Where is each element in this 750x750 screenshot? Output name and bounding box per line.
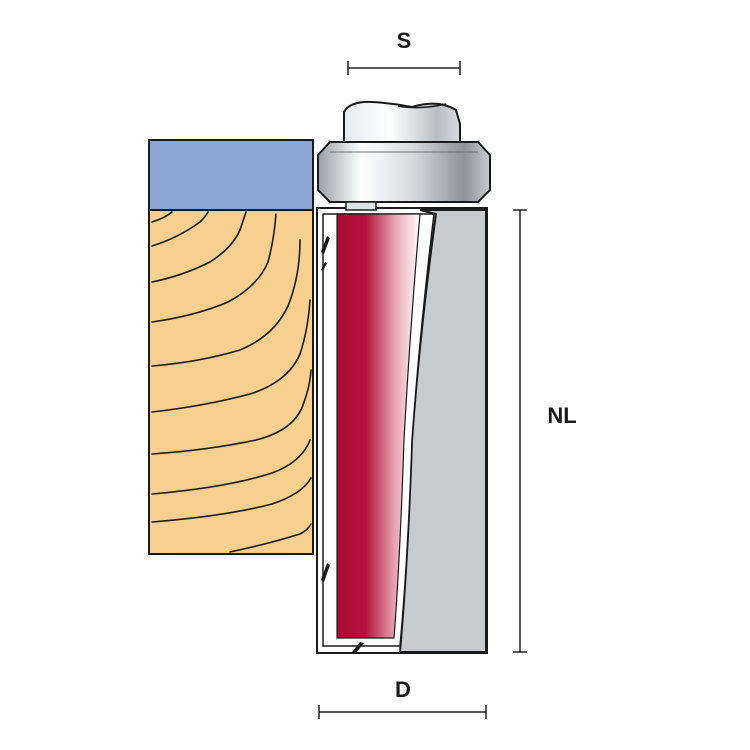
bearing-ring xyxy=(317,141,491,203)
cutting-diameter-dimension: D xyxy=(318,677,487,719)
cutting-length-label: NL xyxy=(547,403,576,428)
wood-grain xyxy=(151,211,312,553)
bearing-cap xyxy=(343,100,461,143)
wood-block xyxy=(148,209,314,555)
template-guide xyxy=(148,139,314,211)
wood-workpiece xyxy=(148,209,314,555)
cutting-length-dimension: NL xyxy=(513,209,577,653)
bearing-cap-edge xyxy=(397,103,447,109)
shank-dimension: S xyxy=(347,28,461,75)
cutter-blade xyxy=(336,213,421,639)
cutting-diameter-label: D xyxy=(395,677,411,702)
shank-dimension-label: S xyxy=(397,28,412,53)
cutter-outline xyxy=(316,207,488,654)
bearing-shaft xyxy=(345,201,377,211)
flute-helix-marks xyxy=(321,236,364,653)
